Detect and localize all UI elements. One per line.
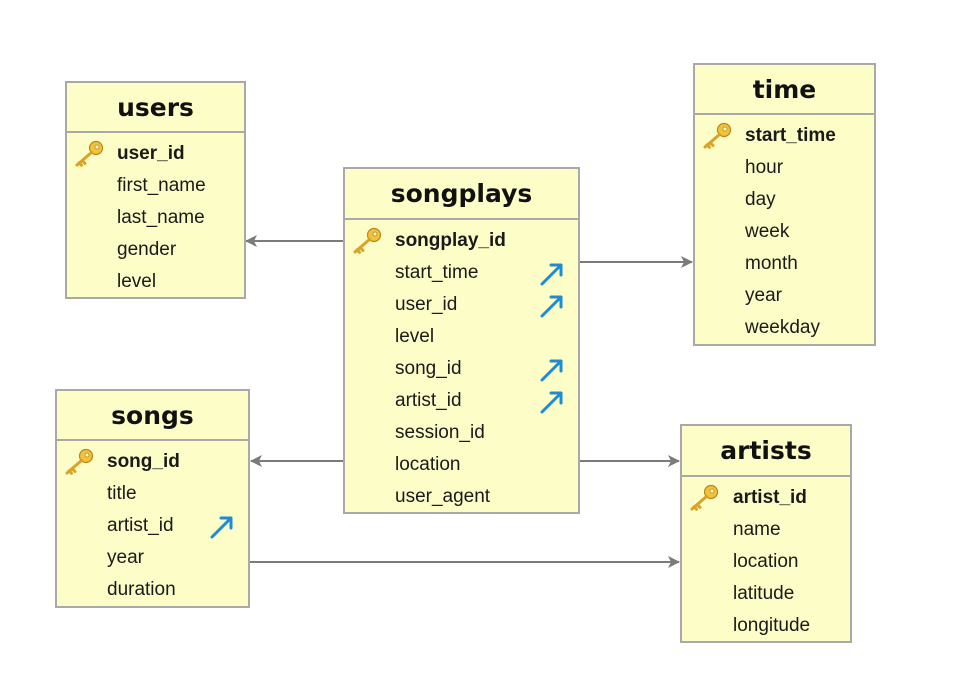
column-row-songplays-start_time[interactable]: start_time xyxy=(345,258,578,290)
column-row-artists-location[interactable]: location xyxy=(682,547,850,579)
column-row-artists-artist_id[interactable]: artist_id xyxy=(682,483,850,515)
column-label: gender xyxy=(117,239,177,260)
foreign-key-icon xyxy=(539,357,565,383)
column-label: year xyxy=(745,285,782,306)
primary-key-icon xyxy=(73,140,105,168)
column-label: level xyxy=(117,271,157,292)
column-label: user_id xyxy=(117,143,185,164)
column-label: longitude xyxy=(733,615,811,636)
column-label: songplay_id xyxy=(395,230,506,251)
column-row-songs-song_id[interactable]: song_id xyxy=(57,447,248,479)
column-label: month xyxy=(745,253,798,274)
column-label: week xyxy=(745,221,790,242)
column-label: artist_id xyxy=(107,515,174,536)
column-label: start_time xyxy=(395,262,479,283)
column-row-songplays-user_id[interactable]: user_id xyxy=(345,290,578,322)
foreign-key-icon xyxy=(539,261,565,287)
column-label: first_name xyxy=(117,175,206,196)
column-label: title xyxy=(107,483,137,504)
column-row-songplays-session_id[interactable]: session_id xyxy=(345,418,578,450)
column-row-time-hour[interactable]: hour xyxy=(695,153,874,185)
column-row-users-last_name[interactable]: last_name xyxy=(67,203,244,235)
column-row-time-day[interactable]: day xyxy=(695,185,874,217)
column-row-artists-name[interactable]: name xyxy=(682,515,850,547)
column-row-time-start_time[interactable]: start_time xyxy=(695,121,874,153)
table-header-songs: songs xyxy=(57,391,248,441)
column-label: year xyxy=(107,547,144,568)
column-row-songplays-artist_id[interactable]: artist_id xyxy=(345,386,578,418)
column-label: song_id xyxy=(107,451,180,472)
table-header-artists: artists xyxy=(682,426,850,477)
column-label: day xyxy=(745,189,776,210)
column-label: hour xyxy=(745,157,784,178)
foreign-key-icon xyxy=(539,389,565,415)
column-row-time-month[interactable]: month xyxy=(695,249,874,281)
column-row-artists-longitude[interactable]: longitude xyxy=(682,611,850,643)
table-header-time: time xyxy=(695,65,874,115)
table-header-users: users xyxy=(67,83,244,133)
column-row-time-week[interactable]: week xyxy=(695,217,874,249)
column-row-songs-year[interactable]: year xyxy=(57,543,248,575)
column-label: song_id xyxy=(395,358,462,379)
primary-key-icon xyxy=(63,448,95,476)
column-row-artists-latitude[interactable]: latitude xyxy=(682,579,850,611)
column-row-users-gender[interactable]: gender xyxy=(67,235,244,267)
column-row-songplays-level[interactable]: level xyxy=(345,322,578,354)
column-label: user_agent xyxy=(395,486,491,507)
column-row-songplays-user_agent[interactable]: user_agent xyxy=(345,482,578,514)
column-label: last_name xyxy=(117,207,205,228)
column-row-songplays-location[interactable]: location xyxy=(345,450,578,482)
column-label: location xyxy=(395,454,461,475)
column-label: start_time xyxy=(745,125,836,146)
column-row-users-first_name[interactable]: first_name xyxy=(67,171,244,203)
column-label: name xyxy=(733,519,781,540)
column-label: artist_id xyxy=(395,390,462,411)
table-header-songplays: songplays xyxy=(345,169,578,220)
column-label: duration xyxy=(107,579,176,600)
column-row-time-year[interactable]: year xyxy=(695,281,874,313)
foreign-key-icon xyxy=(209,514,235,540)
column-label: weekday xyxy=(745,317,820,338)
column-label: artist_id xyxy=(733,487,807,508)
column-row-songplays-song_id[interactable]: song_id xyxy=(345,354,578,386)
column-row-users-level[interactable]: level xyxy=(67,267,244,299)
column-label: session_id xyxy=(395,422,485,443)
column-label: level xyxy=(395,326,435,347)
column-label: location xyxy=(733,551,799,572)
primary-key-icon xyxy=(688,484,720,512)
column-row-songs-artist_id[interactable]: artist_id xyxy=(57,511,248,543)
foreign-key-icon xyxy=(539,293,565,319)
column-row-users-user_id[interactable]: user_id xyxy=(67,139,244,171)
column-label: latitude xyxy=(733,583,795,604)
column-row-songplays-songplay_id[interactable]: songplay_id xyxy=(345,226,578,258)
column-row-songs-title[interactable]: title xyxy=(57,479,248,511)
primary-key-icon xyxy=(351,227,383,255)
column-row-time-weekday[interactable]: weekday xyxy=(695,313,874,345)
primary-key-icon xyxy=(701,122,733,150)
column-row-songs-duration[interactable]: duration xyxy=(57,575,248,607)
column-label: user_id xyxy=(395,294,458,315)
